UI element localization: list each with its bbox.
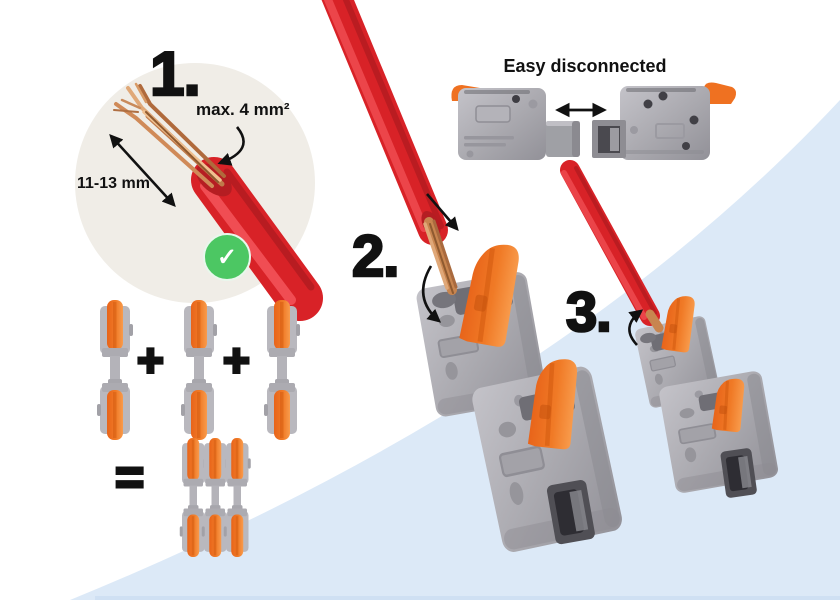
copper-strands [113,82,226,188]
connector-pair-2 [181,300,217,440]
step1-circle [75,63,323,321]
equals-sign: = [113,449,145,505]
step3-number: 3. [565,280,613,343]
connector-pair-3 [264,300,300,440]
plus-sign-1: + [136,334,166,386]
easy-disconnect-title: Easy disconnected [503,56,667,76]
connector-step3-bottom [657,368,781,499]
lever-close-arrow [421,265,442,323]
disconnect-demo [451,82,736,160]
insert-arrow [426,193,459,232]
check-icon: ✓ [216,243,238,271]
copper-tip [645,309,664,333]
length-arrow [109,134,176,207]
step1-number: 1. [149,40,202,109]
connector-step2-top [414,239,549,420]
band-bottom-edge [95,596,840,600]
copper-strands [423,217,458,295]
max-arrow [217,126,245,166]
strip-length-label: 11-13 mm [77,175,150,192]
step3-wire [560,160,664,333]
step2-number: 2. [351,224,401,289]
plus-sign-2: + [222,334,252,386]
step2-wire [321,0,458,295]
female-connector [592,82,736,160]
max-area-label: max. 4 mm² [196,100,290,119]
check-badge: ✓ [203,233,251,281]
step3-lever-arrow [628,309,644,346]
male-connector [451,85,580,160]
connector-step2-bottom [468,356,626,556]
connector-block [179,438,251,557]
connector-step3-top [633,292,722,410]
background-band [70,100,840,600]
connector-pair-1 [97,300,133,440]
